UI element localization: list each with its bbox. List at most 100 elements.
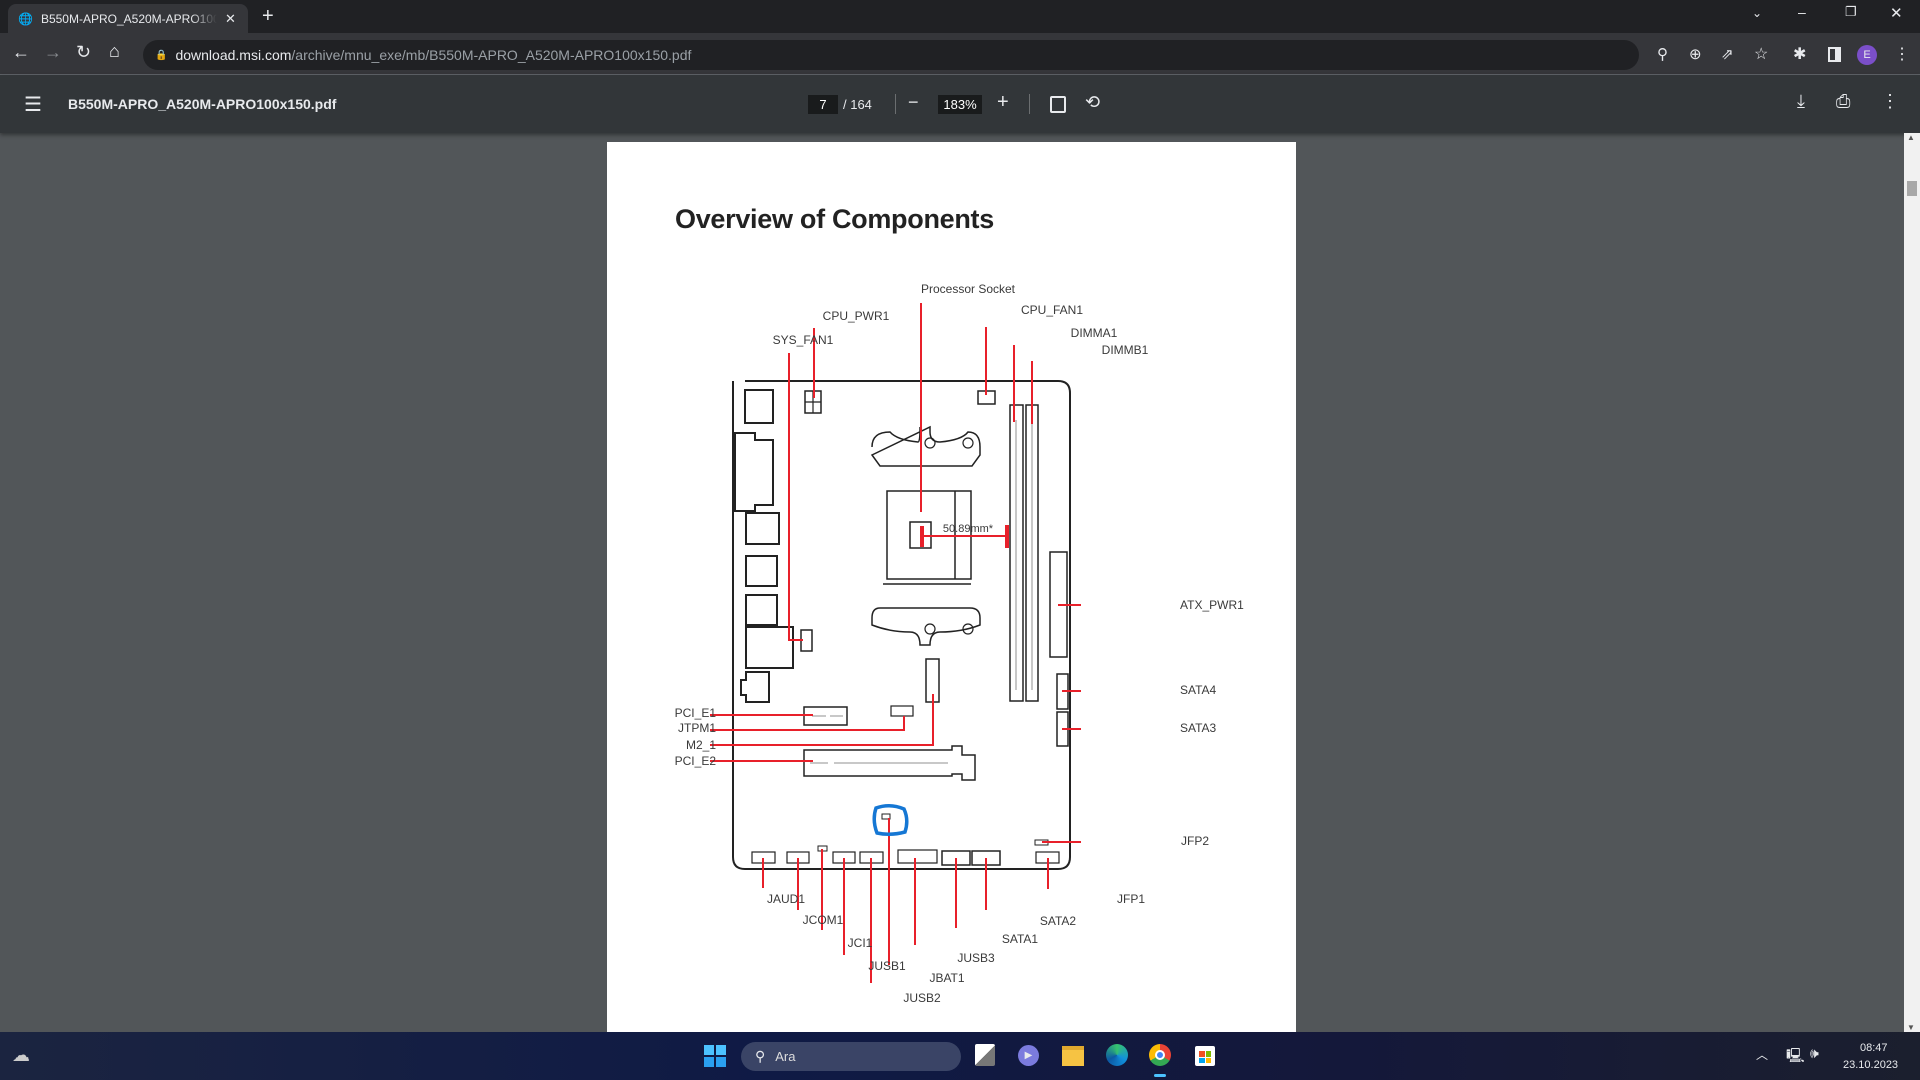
- menu-icon[interactable]: ☰: [24, 94, 42, 116]
- clock-date[interactable]: 23.10.2023: [1843, 1059, 1899, 1071]
- label-jbat1: JBAT1: [929, 971, 964, 985]
- tab-search-chevron-icon[interactable]: ⌄: [1752, 6, 1763, 20]
- page-number-input[interactable]: 7: [808, 95, 838, 114]
- search-placeholder: Ara: [775, 1049, 796, 1064]
- zoom-icon[interactable]: ⊕: [1689, 46, 1702, 63]
- io-display-port: [734, 432, 774, 512]
- chat-icon[interactable]: ▶: [1018, 1045, 1039, 1066]
- labels: 50.89mm* Processor Socket CPU_PWR1 SYS_F…: [675, 282, 1244, 1005]
- tray-chevron-icon[interactable]: ︿: [1756, 1048, 1769, 1062]
- board-outline-group: [732, 380, 1071, 870]
- weather-icon[interactable]: ☁: [12, 1045, 30, 1065]
- jusb3-header: [897, 849, 938, 864]
- label-jfp1: JFP1: [1117, 892, 1145, 906]
- page-count: / 164: [843, 97, 872, 112]
- label-dimmb1: DIMMB1: [1102, 343, 1149, 357]
- chrome-active-indicator: [1154, 1074, 1166, 1077]
- label-sata4: SATA4: [1180, 683, 1217, 697]
- chrome-icon[interactable]: [1149, 1044, 1171, 1066]
- label-m2-1: M2_1: [686, 738, 716, 752]
- back-button[interactable]: ←: [12, 42, 30, 62]
- label-jtpm1: JTPM1: [678, 721, 716, 735]
- label-sys-fan1: SYS_FAN1: [773, 333, 834, 347]
- jbat1-jumper: [881, 813, 891, 820]
- taskbar-search[interactable]: ⚲ Ara: [741, 1042, 961, 1071]
- tab-title: B550M-APRO_A520M-APRO100x150.pdf: [40, 11, 217, 26]
- io-port: [745, 512, 780, 545]
- file-explorer-icon[interactable]: [1062, 1046, 1084, 1066]
- forward-button[interactable]: →: [44, 42, 62, 62]
- slot-inner-group: [810, 420, 1033, 764]
- label-jusb2: JUSB2: [903, 991, 941, 1005]
- url-path: /archive/mnu_exe/mb/B550M-APRO_A520M-APR…: [291, 47, 692, 63]
- address-bar[interactable]: 🔒 download.msi.com/archive/mnu_exe/mb/B5…: [143, 40, 1639, 70]
- label-processor-socket: Processor Socket: [921, 282, 1016, 296]
- dimm-slot-a: [1009, 404, 1024, 702]
- new-tab-button[interactable]: +: [262, 5, 274, 27]
- start-button[interactable]: [704, 1045, 726, 1067]
- url-domain: download.msi.com: [175, 47, 292, 63]
- minimize-button[interactable]: –: [1798, 4, 1806, 20]
- io-lan-port: [745, 626, 794, 669]
- search-icon: ⚲: [755, 1048, 766, 1064]
- label-dimma1: DIMMA1: [1071, 326, 1118, 340]
- tab-strip: 🌐 B550M-APRO_A520M-APRO100x150.pdf ✕ + ⌄…: [0, 0, 1920, 33]
- clock-time[interactable]: 08:47: [1860, 1042, 1888, 1054]
- task-view-icon[interactable]: [975, 1044, 995, 1066]
- bookmark-star-icon[interactable]: ☆: [1754, 46, 1769, 63]
- pdf-toolbar: ☰ B550M-APRO_A520M-APRO100x150.pdf 7 / 1…: [0, 75, 1920, 133]
- scroll-up-arrow[interactable]: ▲: [1907, 133, 1915, 142]
- tab-close-icon[interactable]: ✕: [224, 10, 236, 26]
- browser-menu-icon[interactable]: ⋮: [1894, 46, 1910, 63]
- page-title: Overview of Components: [675, 204, 994, 234]
- rotate-icon[interactable]: ⟲: [1085, 92, 1101, 112]
- scroll-down-arrow[interactable]: ▼: [1907, 1023, 1915, 1032]
- label-jcom1: JCOM1: [803, 913, 844, 927]
- socket-bracket-top: [870, 425, 981, 467]
- print-icon[interactable]: ⎙: [1836, 91, 1851, 111]
- share-icon[interactable]: ⇗: [1721, 46, 1734, 63]
- fit-page-icon[interactable]: [1050, 96, 1066, 113]
- volume-icon[interactable]: 🕪: [1810, 1045, 1819, 1061]
- zoom-in-button[interactable]: +: [997, 91, 1009, 113]
- label-jfp2: JFP2: [1181, 834, 1209, 848]
- globe-icon: 🌐: [18, 11, 33, 26]
- restore-button[interactable]: ❐: [1845, 4, 1857, 19]
- label-cpu-fan1: CPU_FAN1: [1021, 303, 1083, 317]
- network-icon[interactable]: 🖳: [1786, 1047, 1805, 1063]
- download-icon[interactable]: ⤓: [1797, 91, 1805, 111]
- store-icon[interactable]: [1195, 1046, 1215, 1066]
- edge-icon[interactable]: [1106, 1044, 1128, 1066]
- zoom-out-button[interactable]: −: [908, 92, 919, 112]
- label-pci-e1: PCI_E1: [675, 706, 717, 720]
- io-port: [745, 555, 778, 587]
- io-usb-port: [744, 389, 774, 424]
- measure-label: 50.89mm*: [943, 523, 994, 535]
- scrollbar-thumb[interactable]: [1907, 181, 1917, 196]
- label-atx-pwr1: ATX_PWR1: [1180, 598, 1244, 612]
- search-page-icon[interactable]: ⚲: [1657, 46, 1668, 63]
- socket-bracket-bottom: [871, 607, 981, 646]
- zoom-level-input[interactable]: 183%: [938, 95, 982, 114]
- extensions-icon[interactable]: ✱: [1793, 46, 1807, 63]
- pci-e2-slot: [803, 745, 976, 781]
- vertical-scrollbar[interactable]: ▲ ▼: [1904, 133, 1920, 1032]
- divider: [1029, 94, 1030, 114]
- profile-avatar[interactable]: E: [1857, 45, 1877, 65]
- divider: [895, 94, 896, 114]
- pdf-more-icon[interactable]: ⋮: [1881, 91, 1899, 111]
- close-window-button[interactable]: ✕: [1890, 5, 1903, 22]
- label-jusb3: JUSB3: [957, 951, 995, 965]
- io-port: [745, 594, 778, 626]
- tab-active[interactable]: 🌐 B550M-APRO_A520M-APRO100x150.pdf ✕: [8, 4, 248, 33]
- board-outline: [732, 380, 1071, 870]
- side-panel-icon[interactable]: [1828, 47, 1841, 62]
- label-sata3: SATA3: [1180, 721, 1217, 735]
- label-cpu-pwr1: CPU_PWR1: [823, 309, 890, 323]
- jbat1-highlight-circle: [872, 804, 909, 837]
- home-button[interactable]: ⌂: [109, 41, 120, 61]
- reload-button[interactable]: ↻: [76, 42, 92, 62]
- lock-icon: 🔒: [155, 49, 168, 61]
- label-pci-e2: PCI_E2: [675, 754, 717, 768]
- label-jci1: JCI1: [848, 936, 873, 950]
